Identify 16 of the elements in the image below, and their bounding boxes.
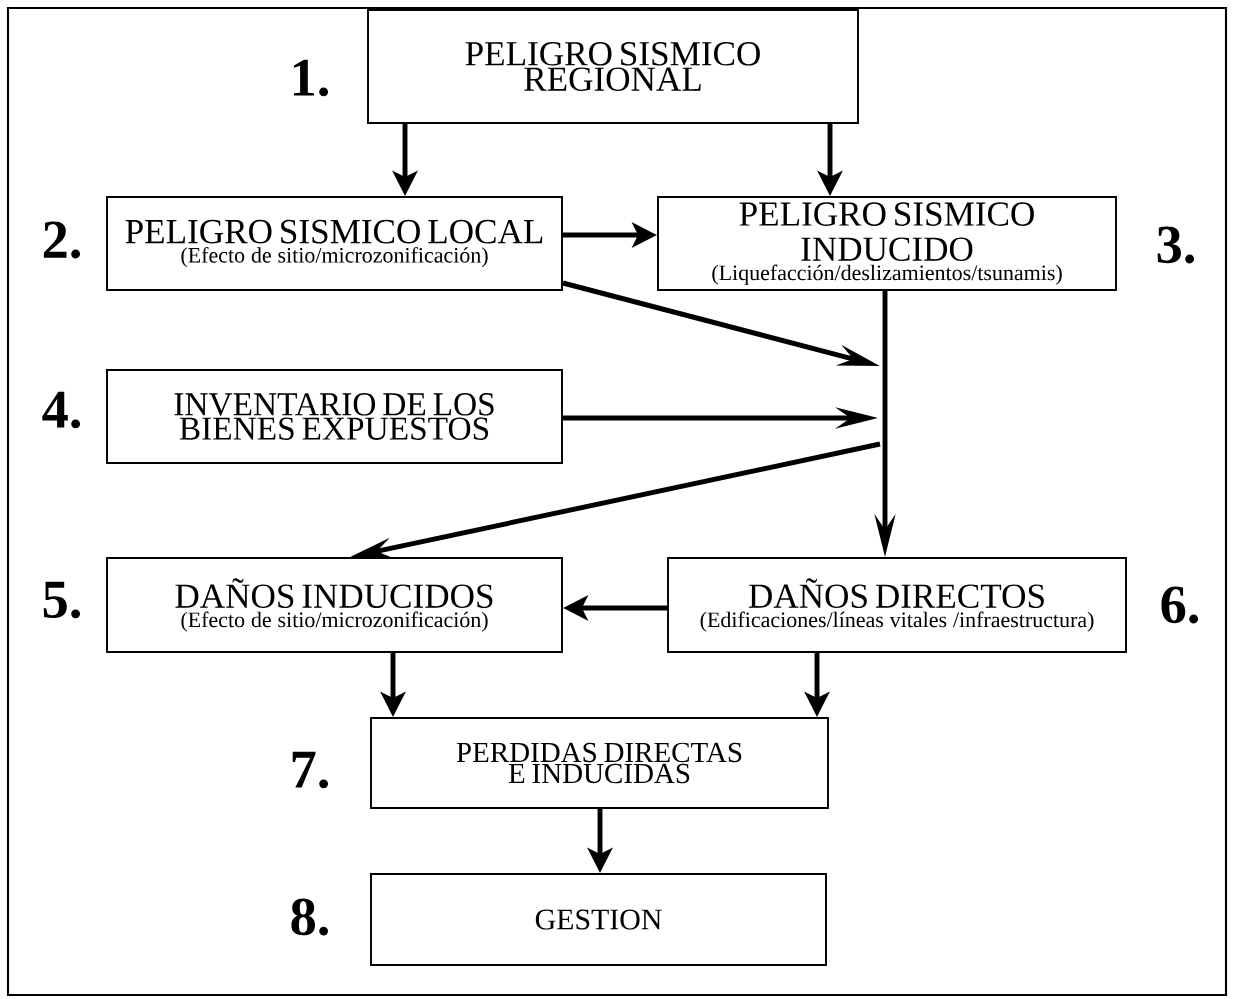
process-box: DAÑOS DIRECTOS (Edificaciones/líneas vitales /infraestructura)	[667, 557, 1127, 653]
process-box: PERDIDAS DIRECTAS E INDUCIDAS	[370, 717, 829, 809]
step-number: 2.	[43, 221, 81, 259]
step-number: 8.	[291, 898, 329, 936]
process-box: GESTION	[370, 873, 827, 966]
step-number: 4.	[42, 391, 81, 429]
step-number: 5.	[43, 581, 81, 619]
process-box: PELIGRO SISMICO INDUCIDO (Liquefacción/deslizamientos/tsunamis)	[657, 196, 1117, 291]
step-number: 3.	[1157, 226, 1195, 264]
process-box: DAÑOS INDUCIDOS (Efecto de sitio/microzonificación)	[106, 557, 563, 653]
step-number: 6.	[1161, 586, 1199, 624]
step-number: 1.	[293, 59, 329, 97]
process-box: PELIGRO SISMICO LOCAL (Efecto de sitio/microzonificación)	[106, 196, 563, 291]
process-box: PELIGRO SISMICO REGIONAL	[367, 9, 859, 124]
step-number: 7.	[292, 751, 329, 789]
process-box: INVENTARIO DE LOS BIENES EXPUESTOS	[106, 369, 563, 464]
